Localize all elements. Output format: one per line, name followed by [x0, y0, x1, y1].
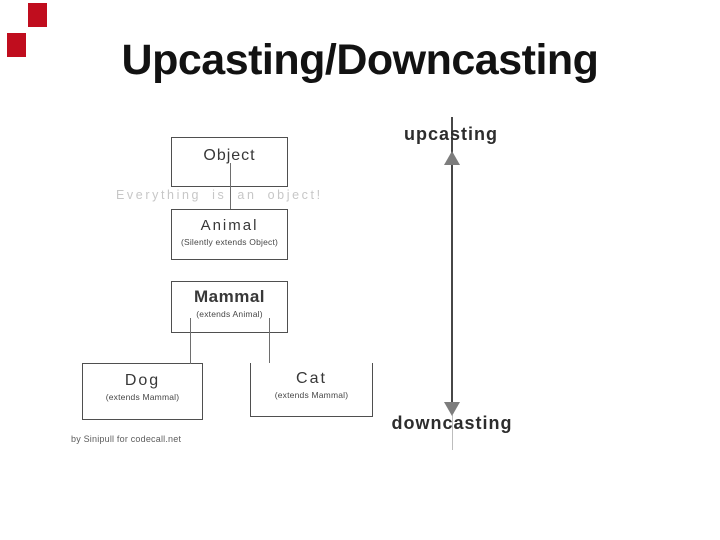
watermark-text: Everything is an object! — [116, 188, 323, 202]
cast-arrow-line — [451, 117, 453, 407]
accent-mark-top — [28, 3, 47, 27]
class-sublabel-animal: (Silently extends Object) — [180, 236, 279, 247]
slide-title: Upcasting/Downcasting — [121, 36, 599, 84]
class-box-dog: Dog (extends Mammal) — [82, 363, 203, 420]
class-name-animal: Animal — [200, 217, 259, 234]
class-name-object: Object — [203, 147, 256, 164]
class-box-animal: Animal (Silently extends Object) — [171, 209, 288, 260]
up-arrowhead-icon — [444, 151, 460, 165]
down-arrowhead-icon — [444, 402, 460, 416]
class-name-dog: Dog — [124, 372, 161, 389]
downcasting-label: downcasting — [391, 413, 513, 433]
class-name-cat: Cat — [296, 370, 327, 387]
class-sublabel-dog: (extends Mammal) — [105, 391, 180, 402]
attribution-text: by Sinipull for codecall.net — [71, 434, 182, 444]
upcasting-label: upcasting — [403, 124, 498, 144]
class-box-mammal: Mammal (extends Animal) — [171, 281, 288, 333]
connector-mammal-cat — [269, 318, 270, 363]
class-box-object: Object — [171, 137, 288, 187]
class-sublabel-cat: (extends Mammal) — [274, 389, 349, 400]
class-name-mammal: Mammal — [193, 287, 266, 306]
connector-mammal-dog — [190, 318, 191, 364]
class-box-cat: Cat (extends Mammal) — [250, 363, 373, 417]
class-sublabel-mammal: (extends Animal) — [196, 308, 263, 319]
accent-mark-bottom — [7, 33, 26, 57]
connector-object-animal — [230, 163, 231, 209]
cast-arrow-line-faint — [452, 415, 453, 450]
